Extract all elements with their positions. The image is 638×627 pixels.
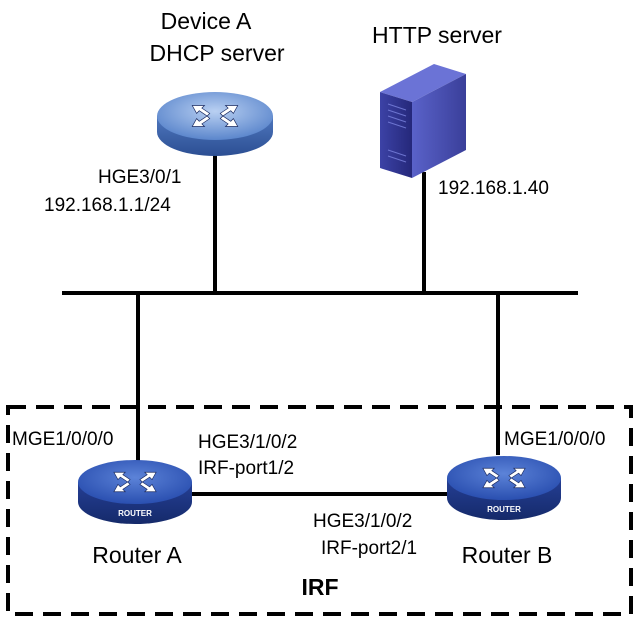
router-a-uplink-port: MGE1/0/0/0 [12,429,114,450]
server-icon [380,64,466,178]
router-a-name: Router A [92,542,182,568]
router-a-badge: ROUTER [118,509,152,518]
router-b-uplink-port: MGE1/0/0/0 [504,429,606,450]
router-a-irf-port: HGE3/1/0/2 [198,432,298,453]
http-server-name: HTTP server [372,22,502,48]
device-a-port: HGE3/0/1 [98,167,182,188]
device-a-ip: 192.168.1.1/24 [44,195,171,216]
router-b-badge: ROUTER [487,505,521,514]
irf-boundary [6,405,633,616]
device-a-role: DHCP server [149,40,285,66]
http-server-ip: 192.168.1.40 [438,178,549,199]
router-a-irf-port-name: IRF-port1/2 [198,458,295,479]
router-icon: ROUTER [78,460,192,524]
links [62,148,578,496]
router-b-name: Router B [461,542,553,568]
device-a-name: Device A [160,8,252,34]
router-b-irf-port: HGE3/1/0/2 [313,511,413,532]
router-b-irf-port-name: IRF-port2/1 [321,538,418,559]
router-icon: ROUTER [447,456,561,520]
switch-icon [157,92,273,156]
irf-label: IRF [301,574,339,600]
